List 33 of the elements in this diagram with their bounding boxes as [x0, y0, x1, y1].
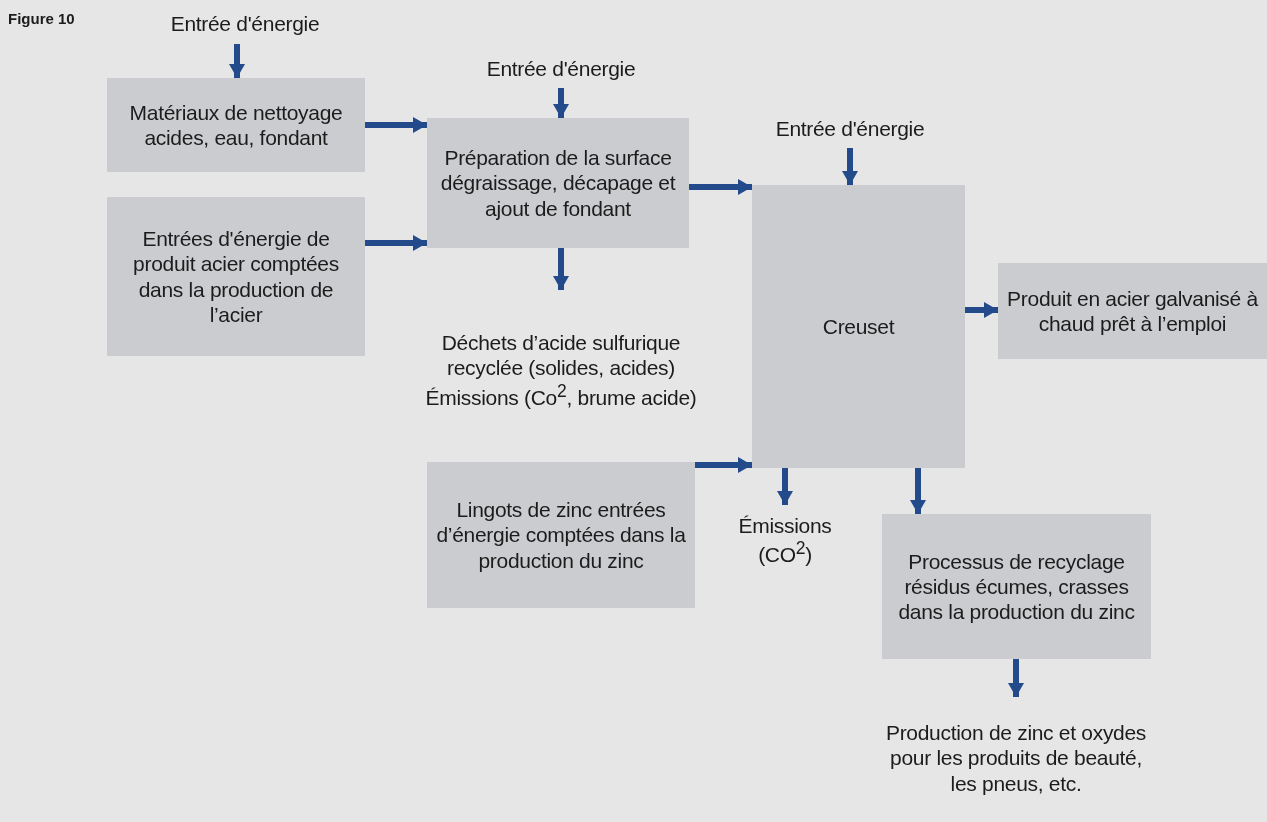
box-text: Lingots de zinc entrées d’énergie comptées dans la production du zinc — [435, 497, 687, 573]
process-box — [107, 78, 365, 172]
arrow — [689, 179, 752, 195]
box-text: Produit en acier galvanisé à chaud prêt à l’emploi — [1006, 285, 1259, 337]
flow-label: Émissions (CO$^{2}$) — [737, 512, 833, 568]
process-box — [752, 185, 965, 468]
flow-label: Entrée d'énergie — [170, 11, 320, 37]
arrow — [553, 88, 569, 118]
arrow — [777, 468, 793, 505]
flow-label: Déchets d’acide sulfurique recyclée (solides, acides) Émissions (Co$^{2}$, brume acide) — [424, 330, 698, 410]
box-text: Entrées d'énergie de produit acier comptées dans la production de l’acier — [132, 226, 340, 327]
box-text: Matériaux de nettoyage acides, eau, fondant — [128, 99, 344, 151]
flow-label: Production de zinc et oxydes pour les produits de beauté, les pneus, etc. — [884, 720, 1148, 796]
flow-label: Entrée d'énergie — [486, 56, 636, 82]
flow-label: Entrée d'énergie — [775, 116, 925, 142]
arrow — [910, 468, 926, 514]
figure-number: Figure 10 — [8, 10, 75, 27]
arrow — [553, 248, 569, 290]
process-box — [427, 118, 689, 248]
process-box — [882, 514, 1151, 659]
box-text: Processus de recyclage résidus écumes, crasses dans la production du zinc — [897, 548, 1136, 625]
arrow — [365, 117, 427, 133]
process-box — [107, 197, 365, 356]
process-box — [427, 462, 695, 608]
arrow — [965, 302, 998, 318]
box-text: Préparation de la surface dégraissage, décapage et ajout de fondant — [439, 145, 677, 221]
arrow — [229, 44, 245, 78]
box-text: Creuset — [822, 313, 895, 340]
arrow — [695, 457, 752, 473]
arrow — [365, 235, 427, 251]
process-box — [998, 263, 1267, 359]
arrow — [842, 148, 858, 185]
arrow — [1008, 659, 1024, 697]
